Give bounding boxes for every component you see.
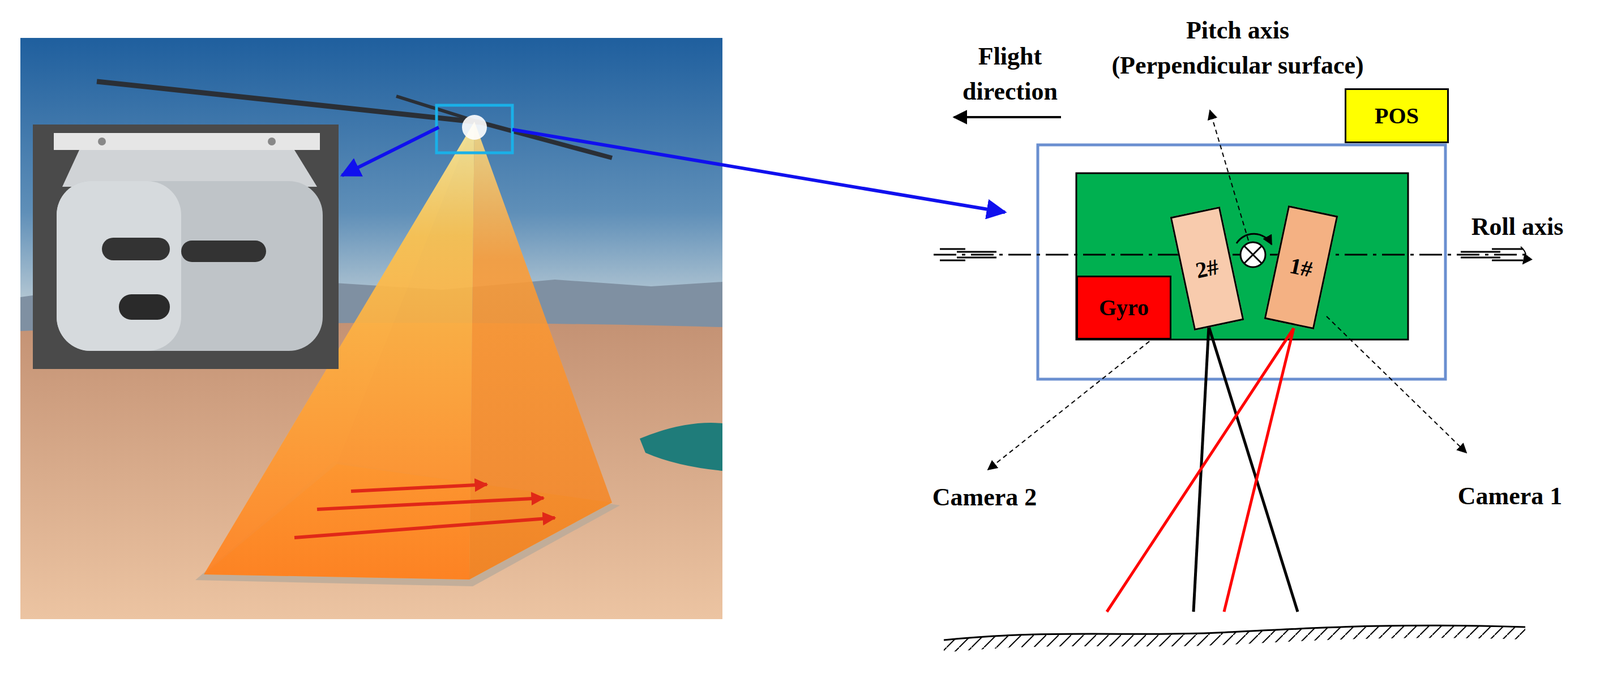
gyro-box: Gyro	[1076, 275, 1172, 340]
axis-label: Roll axis	[1471, 209, 1564, 245]
node-text: 2#	[1193, 253, 1222, 284]
node-text: Gyro	[1098, 294, 1149, 322]
direction-label: Flight direction	[957, 39, 1063, 109]
node-text: 1#	[1287, 251, 1316, 283]
camera-box: 2#	[1170, 206, 1245, 331]
node-text: POS	[1374, 102, 1419, 130]
camera-label: Camera 2	[932, 480, 1038, 516]
pos-box: POS	[1344, 88, 1449, 144]
axis-label: Pitch axis (Perpendicular surface)	[1107, 13, 1368, 83]
camera-box: 1#	[1264, 204, 1339, 329]
camera-label: Camera 1	[1457, 478, 1563, 515]
